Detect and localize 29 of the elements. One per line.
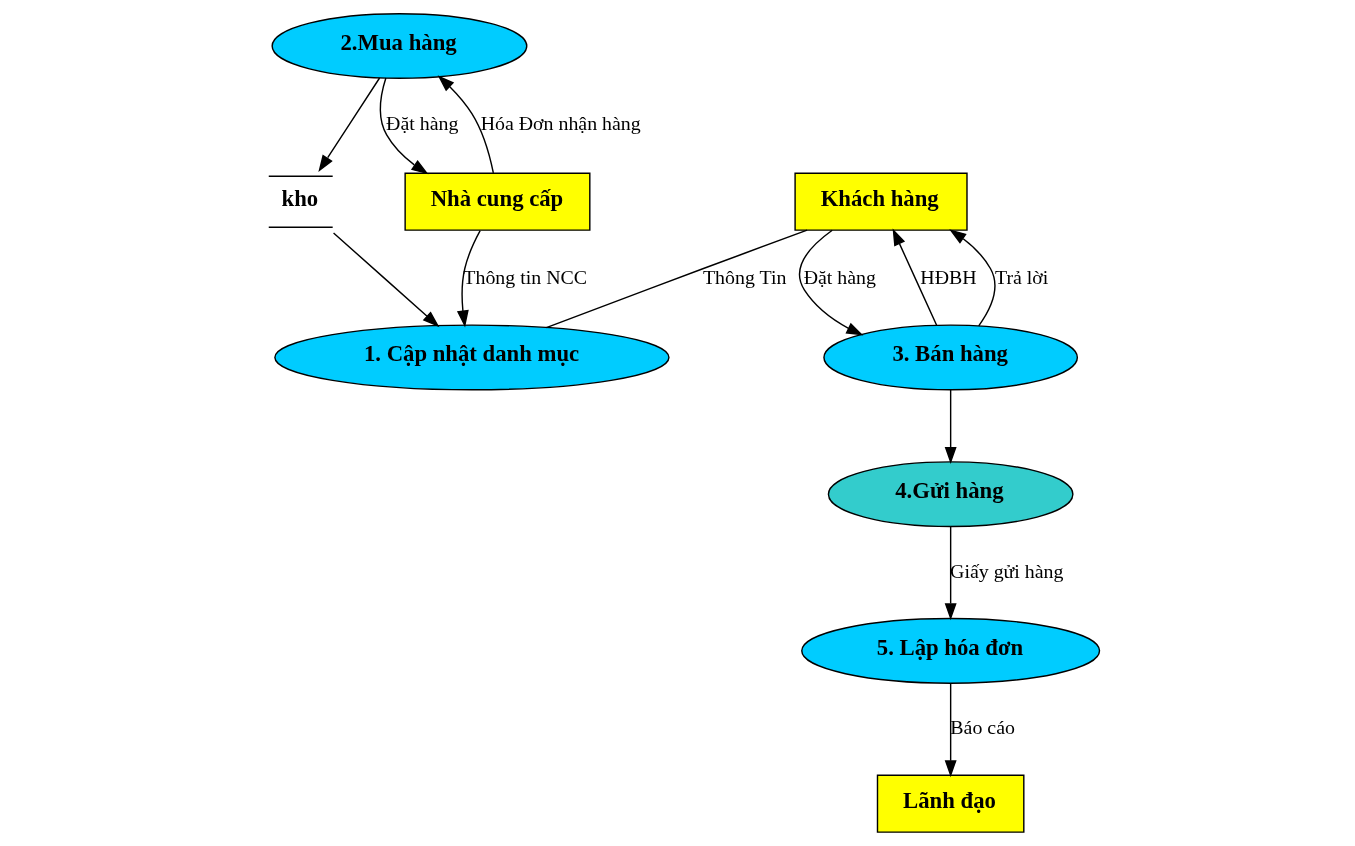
- node-box: Nhà cung cấp: [403, 172, 591, 231]
- node-box: Lãnh đạo: [876, 774, 1024, 833]
- arrow: [317, 77, 380, 173]
- edge-label: Giấy gửi hàng: [949, 559, 1063, 582]
- node-ellipse: 5. Lập hóa đơn: [800, 617, 1100, 684]
- edge-label: Thông Tin: [702, 266, 786, 289]
- arrow: [379, 77, 428, 175]
- edge-label: Đặt hàng: [385, 111, 458, 134]
- arrow: [437, 75, 494, 174]
- arrow: [944, 682, 957, 778]
- arrow: [948, 229, 996, 327]
- edge-label: Thông tin NCC: [462, 266, 587, 289]
- edge-label: HĐBH: [919, 266, 977, 289]
- edge-label: Hóa Đơn nhận hàng: [480, 111, 641, 134]
- edge-label: Đặt hàng: [803, 266, 876, 289]
- node-ellipse: 4.Gửi hàng: [827, 461, 1074, 528]
- arrow: [944, 525, 957, 621]
- node-ellipse: 1. Cập nhật danh mục: [273, 324, 670, 391]
- arrow: [332, 232, 439, 328]
- node-text: kho: [281, 185, 318, 211]
- arrow: [798, 229, 863, 336]
- arrow: [892, 228, 937, 326]
- arrow: [944, 389, 957, 465]
- arrow: [456, 230, 481, 328]
- connector: [545, 229, 808, 329]
- edge-label: Trả lời: [994, 266, 1048, 289]
- node-box: Khách hàng: [793, 172, 968, 231]
- node-ellipse: 2.Mua hàng: [270, 12, 527, 80]
- edge-label: Báo cáo: [949, 716, 1015, 739]
